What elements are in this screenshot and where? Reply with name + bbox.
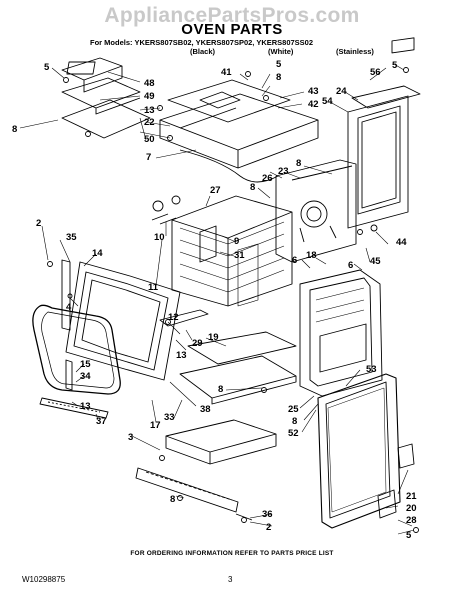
callout-31: 31 [234, 250, 245, 261]
callout-52: 52 [288, 428, 299, 439]
callout-21: 21 [406, 491, 417, 502]
oven-bottom [187, 331, 297, 365]
callout-2: 2 [266, 522, 271, 533]
callout-13: 13 [80, 401, 91, 412]
callout-24: 24 [336, 86, 347, 97]
callout-23: 23 [278, 166, 289, 177]
model-list: For Models: YKERS807SB02, YKERS807SP02, … [90, 38, 314, 47]
callout-19: 19 [208, 332, 219, 343]
callout-11: 11 [148, 282, 159, 293]
color-variant-stainless: (Stainless) [336, 47, 374, 56]
front-frame [65, 261, 181, 381]
callout-25: 25 [288, 404, 299, 415]
callout-12: 12 [168, 312, 179, 323]
callout-37: 37 [96, 416, 107, 427]
shield-plate [61, 77, 141, 109]
callout-36: 36 [262, 509, 273, 520]
callout-5: 5 [44, 62, 50, 73]
callout-8: 8 [170, 494, 175, 505]
callout-41: 41 [221, 67, 232, 78]
outer-door [317, 373, 401, 529]
vent-strip [39, 397, 109, 419]
callout-5: 5 [406, 530, 412, 541]
callout-5: 5 [276, 59, 282, 70]
document-number: W10298875 [22, 575, 66, 584]
color-variant-black: (Black) [190, 47, 216, 56]
callout-44: 44 [396, 237, 407, 248]
callout-8: 8 [292, 416, 297, 427]
callout-2: 2 [36, 218, 41, 229]
door-gasket [32, 304, 121, 395]
callout-53: 53 [366, 364, 377, 375]
callout-4: 4 [66, 302, 72, 313]
callout-26: 26 [262, 173, 273, 184]
callout-56: 56 [370, 67, 381, 78]
callout-45: 45 [370, 256, 381, 267]
oven-cavity [171, 195, 293, 307]
inner-door [299, 269, 383, 397]
callout-50: 50 [144, 134, 155, 145]
callout-49: 49 [144, 91, 155, 102]
callout-34: 34 [80, 371, 91, 382]
watermark-text: AppliancePartsPros.com [104, 4, 360, 27]
ordering-info-footer: FOR ORDERING INFORMATION REFER TO PARTS … [130, 550, 334, 557]
callout-5: 5 [392, 60, 398, 71]
callout-28: 28 [406, 515, 417, 526]
callout-18: 18 [306, 250, 317, 261]
callout-6: 6 [292, 255, 297, 266]
color-variant-white: (White) [268, 47, 294, 56]
callout-20: 20 [406, 503, 417, 514]
duct-plate [61, 99, 151, 139]
callout-7: 7 [146, 152, 151, 163]
callout-27: 27 [210, 185, 221, 196]
callout-38: 38 [200, 404, 211, 415]
diagram-title: OVEN PARTS [181, 21, 283, 38]
drawer-rail [135, 467, 239, 513]
callout-35: 35 [66, 232, 77, 243]
callout-33: 33 [164, 412, 175, 423]
callout-10: 10 [154, 232, 165, 243]
callout-14: 14 [92, 248, 103, 259]
callout-13: 13 [144, 105, 155, 116]
drawer-bottom [165, 419, 277, 453]
callout-8: 8 [250, 182, 255, 193]
callout-13: 13 [176, 350, 187, 361]
callout-48: 48 [144, 78, 155, 89]
top-chassis [159, 93, 319, 151]
top-bracket [61, 57, 123, 81]
callout-8: 8 [276, 72, 281, 83]
callout-29: 29 [192, 338, 203, 349]
callout-6: 6 [348, 260, 353, 271]
callout-3: 3 [128, 432, 133, 443]
element-bracket [275, 159, 357, 263]
callout-15: 15 [80, 359, 91, 370]
rear-panel [347, 95, 409, 229]
callout-8: 8 [296, 158, 301, 169]
callout-22: 22 [144, 117, 155, 128]
callout-42: 42 [308, 99, 319, 110]
callout-8: 8 [12, 124, 17, 135]
callout-8: 8 [218, 384, 223, 395]
callout-54: 54 [322, 96, 333, 107]
page-number: 3 [228, 575, 233, 584]
callout-43: 43 [308, 86, 319, 97]
callout-9: 9 [234, 236, 239, 247]
callout-17: 17 [150, 420, 161, 431]
